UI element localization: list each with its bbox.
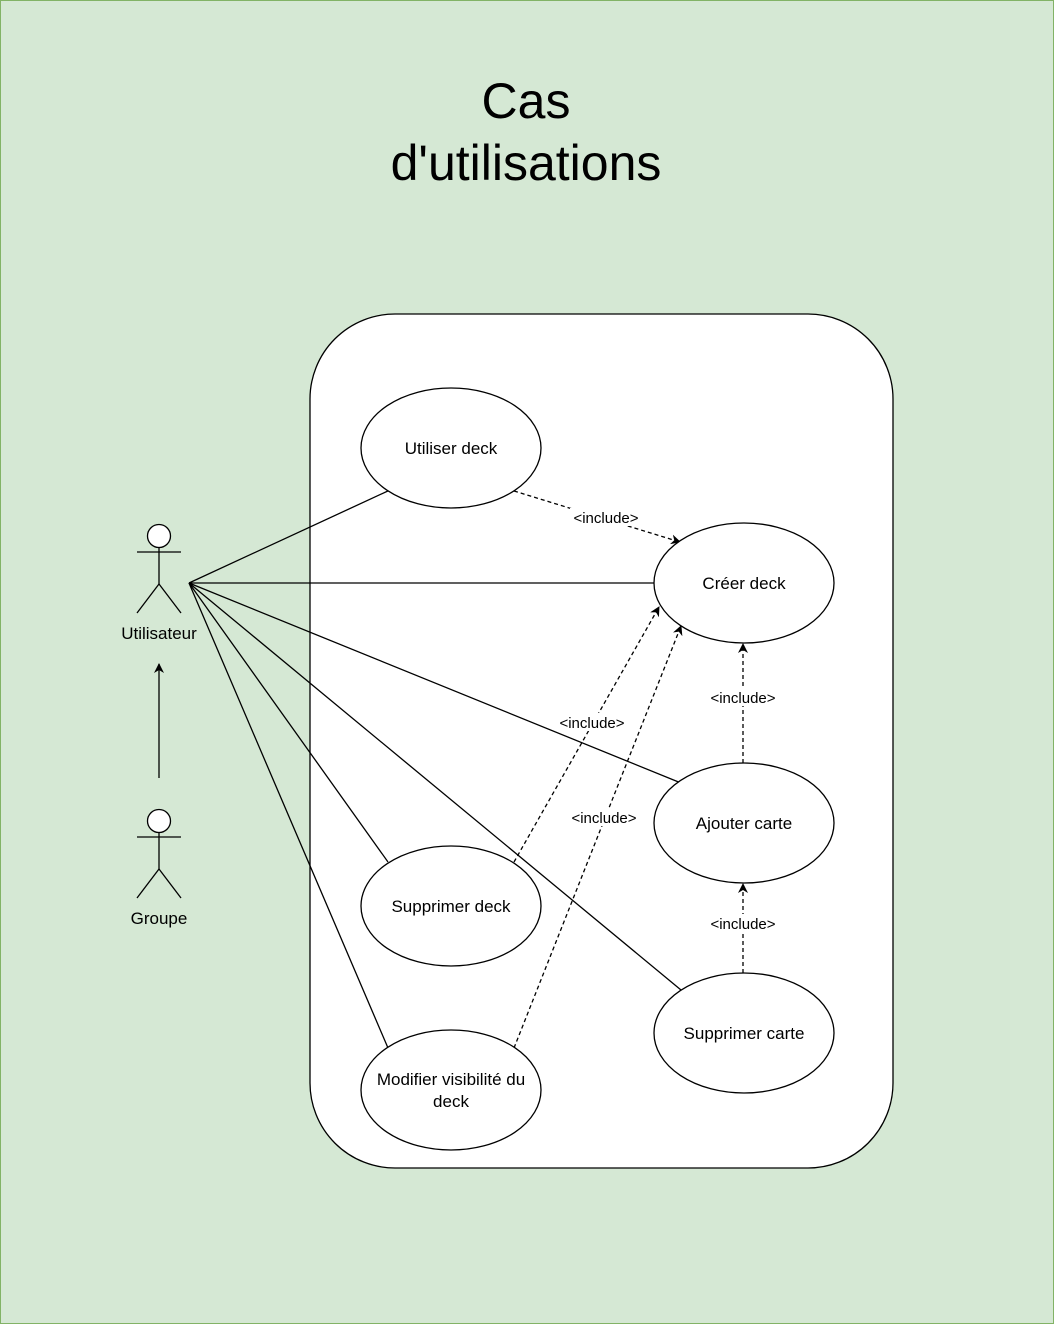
use-case-supprimer-carte[interactable]: Supprimer carte [653,972,835,1094]
use-case-ajouter-carte[interactable]: Ajouter carte [653,762,835,884]
actor-head-icon [146,523,172,549]
association-supprimer-deck [188,582,389,863]
include-label-supprimer-deck: <include> [559,715,624,732]
use-case-label: Créer deck [702,574,786,593]
use-case-label-line-1: Modifier visibilité du [377,1070,525,1089]
association-modifier-visibilite [188,582,389,1049]
actor-groupe[interactable]: Groupe [131,808,188,929]
actor-label: Utilisateur [121,624,197,643]
include-label-bg [556,713,628,731]
use-case-label: Ajouter carte [696,814,792,833]
include-label-ajouter: <include> [710,690,775,707]
association-ajouter-carte [188,582,682,784]
use-case-utiliser-deck[interactable]: Utiliser deck [360,387,542,509]
include-modifier-to-creer [513,625,683,1049]
include-label-modifier: <include> [571,810,636,827]
use-case-supprimer-deck[interactable]: Supprimer deck [360,845,542,967]
actor-label: Groupe [131,909,188,928]
use-case-modifier-visibilite[interactable]: Modifier visibilité du deck [360,1029,542,1151]
association-utiliser-deck [188,489,391,584]
include-label-bg [707,688,779,706]
actor-head-icon [146,808,172,834]
use-case-label: Supprimer deck [391,897,511,916]
association-supprimer-carte [188,582,682,991]
use-case-creer-deck[interactable]: Créer deck [653,522,835,644]
use-case-label: Supprimer carte [684,1024,805,1043]
use-case-label-line-2: deck [433,1092,469,1111]
include-label-bg [707,914,779,932]
include-label-supprimer-carte: <include> [710,916,775,933]
actor-utilisateur[interactable]: Utilisateur [121,523,197,644]
include-label-bg [570,508,642,526]
include-label-utiliser: <include> [573,510,638,527]
diagram-title-line-2: d'utilisations [391,135,662,191]
include-label-bg [568,808,640,826]
use-case-label: Utiliser deck [405,439,498,458]
diagram-title-line-1: Cas [482,73,571,129]
